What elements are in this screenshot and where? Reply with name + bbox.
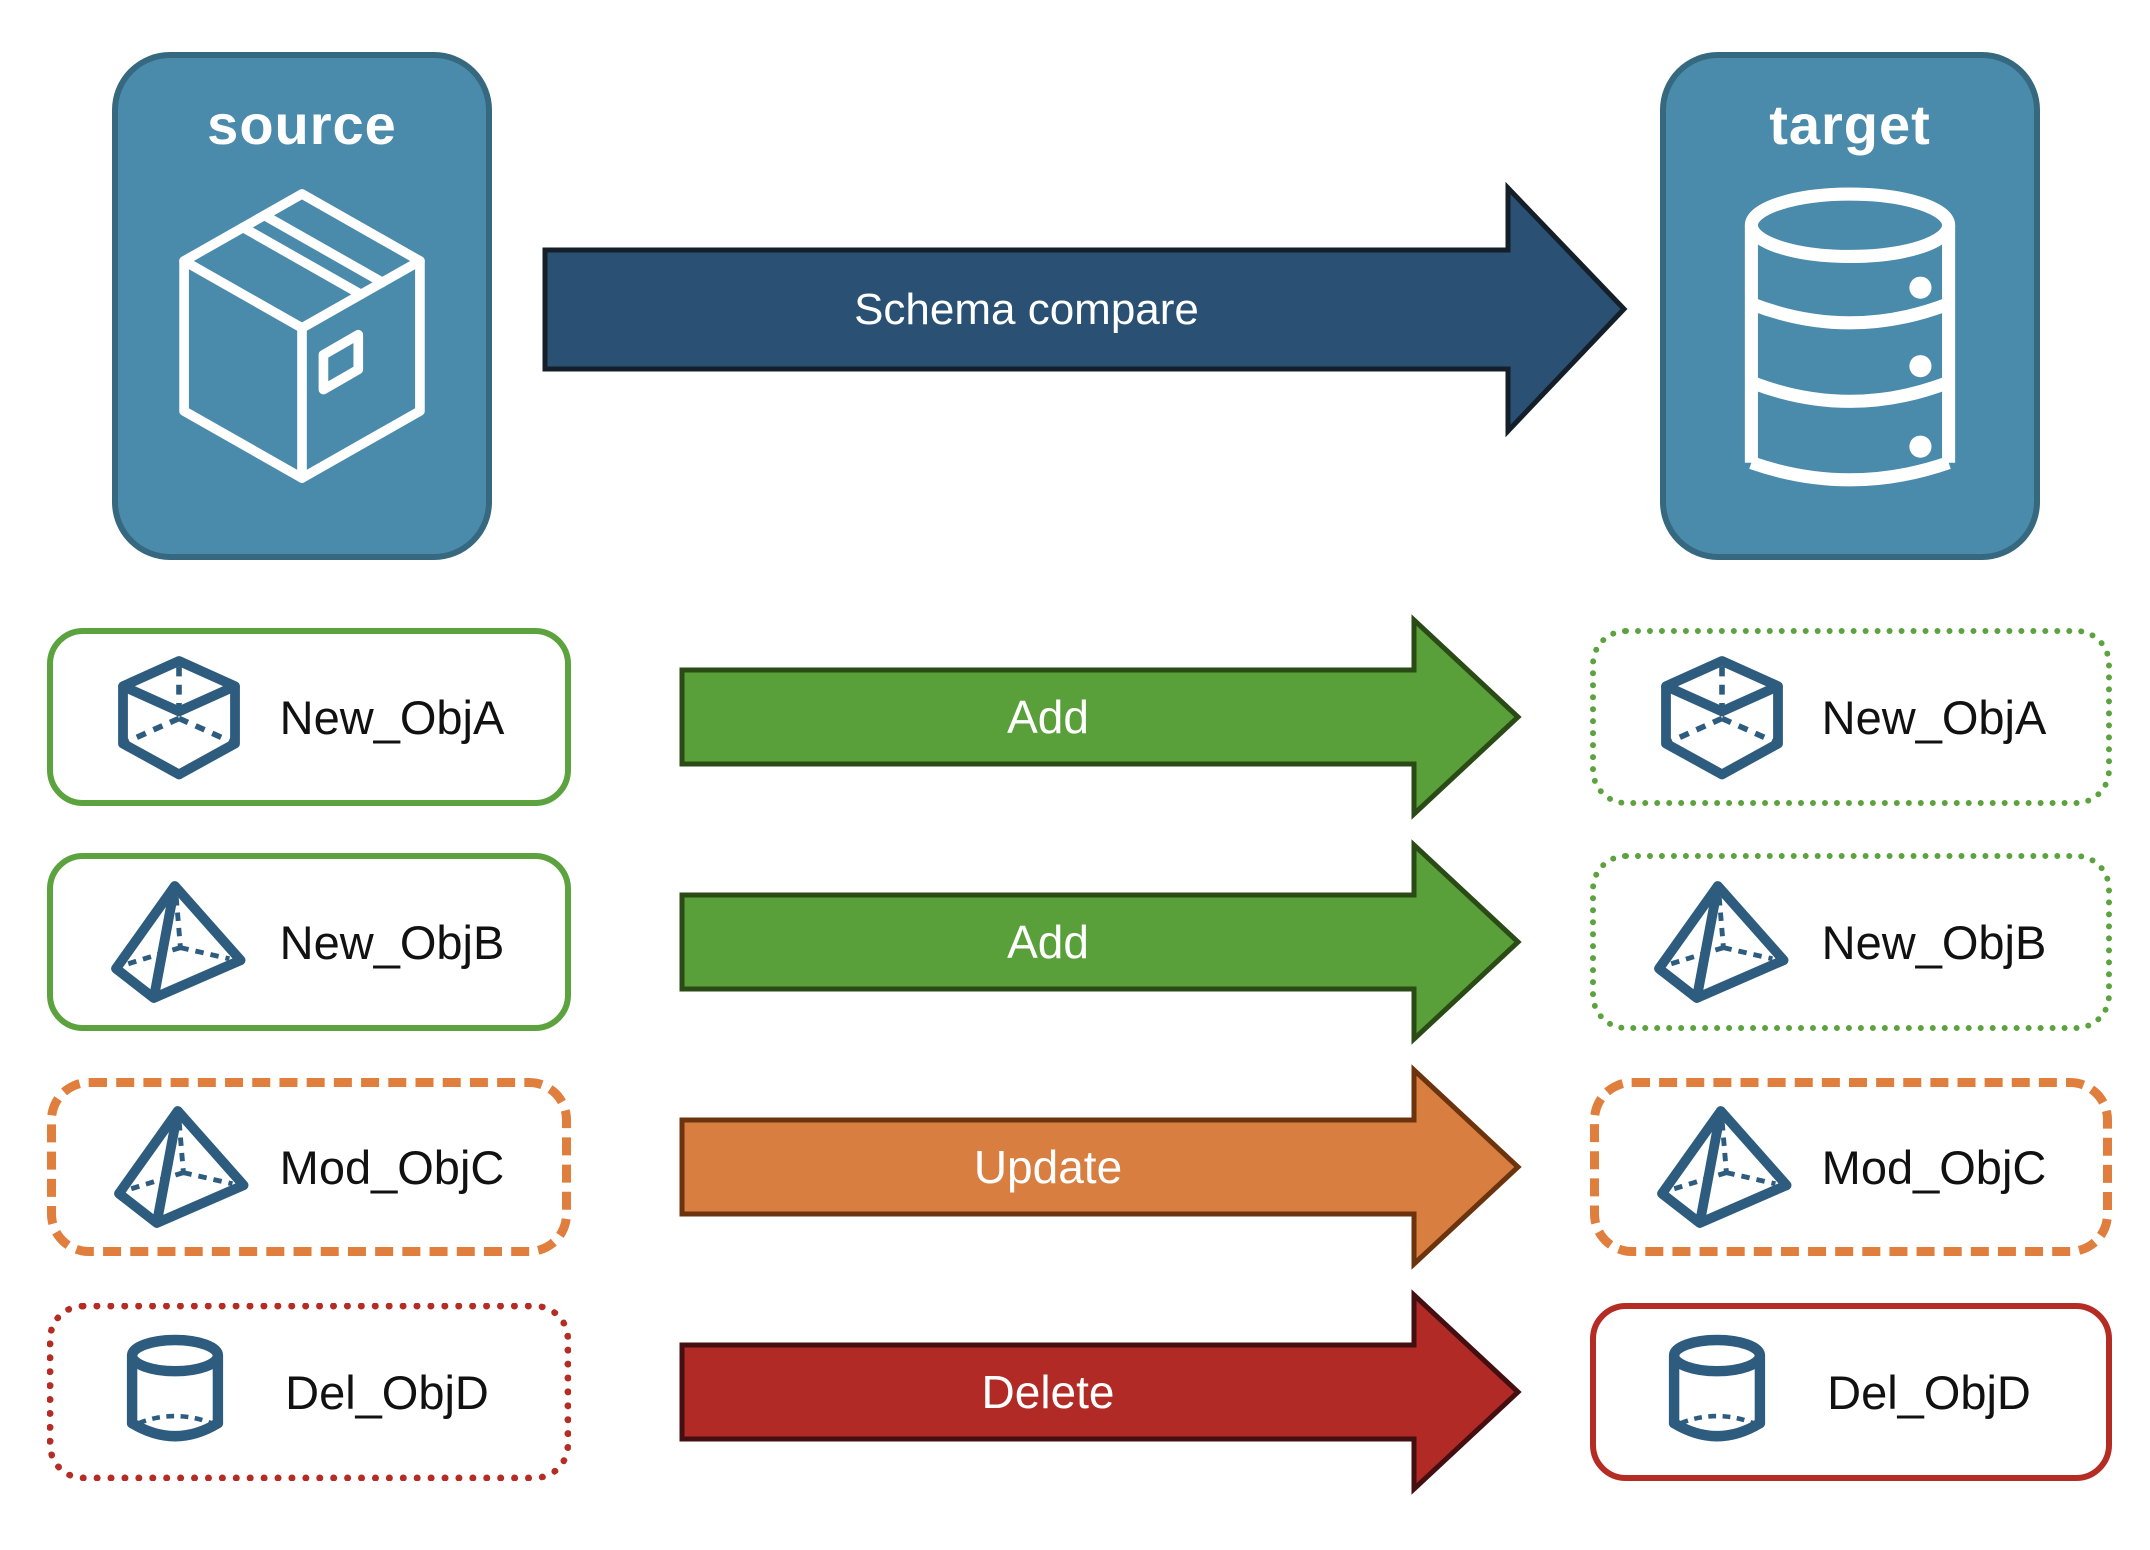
schema-compare-arrow-shape — [542, 182, 1628, 437]
target-object-box-del-objd: Del_ObjD — [1590, 1303, 2112, 1481]
target-node-title: target — [1769, 93, 1931, 156]
add-arrow-row1: Add — [678, 612, 1523, 822]
cylinder-icon — [1652, 1330, 1782, 1454]
action-arrow-label: Update — [973, 1141, 1123, 1193]
object-label: New_ObjA — [279, 690, 505, 744]
pyramid-icon — [109, 879, 249, 1005]
pyramid-icon — [1655, 1104, 1795, 1230]
schema-compare-label: Schema compare — [854, 284, 1199, 334]
object-label: Mod_ObjC — [1821, 1140, 2047, 1194]
update-arrow: Update — [678, 1062, 1523, 1272]
target-object-box-new-obja: New_ObjA — [1590, 628, 2112, 806]
package-box-icon — [168, 183, 436, 489]
cube-icon — [1652, 654, 1792, 780]
pyramid-icon — [112, 1104, 252, 1230]
object-label: New_ObjB — [279, 915, 505, 969]
target-node: target — [1660, 52, 2040, 560]
target-object-box-mod-objc: Mod_ObjC — [1590, 1078, 2112, 1256]
object-label: Del_ObjD — [1827, 1365, 2031, 1419]
source-object-box-new-obja: New_ObjA — [47, 628, 571, 806]
source-node-title: source — [207, 93, 397, 156]
pyramid-icon — [1652, 879, 1792, 1005]
cube-icon — [109, 654, 249, 780]
object-label: Del_ObjD — [285, 1365, 489, 1419]
object-label: Mod_ObjC — [279, 1140, 505, 1194]
action-arrow-label: Delete — [981, 1366, 1115, 1418]
source-object-box-del-objd: Del_ObjD — [47, 1303, 571, 1481]
target-object-box-new-objb: New_ObjB — [1590, 853, 2112, 1031]
action-arrow-label: Add — [1007, 916, 1089, 968]
object-label: New_ObjB — [1821, 915, 2047, 969]
source-node: source — [112, 52, 492, 560]
cylinder-icon — [110, 1330, 240, 1454]
add-arrow-shape — [679, 614, 1522, 820]
database-icon — [1739, 183, 1961, 505]
source-object-box-new-objb: New_ObjB — [47, 853, 571, 1031]
schema-compare-arrow: Schema compare — [540, 182, 1630, 437]
update-arrow-shape — [679, 1064, 1522, 1270]
add-arrow-shape — [679, 839, 1522, 1045]
add-arrow-row2: Add — [678, 837, 1523, 1047]
delete-arrow-shape — [679, 1289, 1522, 1495]
object-label: New_ObjA — [1821, 690, 2047, 744]
source-object-box-mod-objc: Mod_ObjC — [47, 1078, 571, 1256]
delete-arrow: Delete — [678, 1287, 1523, 1497]
action-arrow-label: Add — [1007, 691, 1089, 743]
